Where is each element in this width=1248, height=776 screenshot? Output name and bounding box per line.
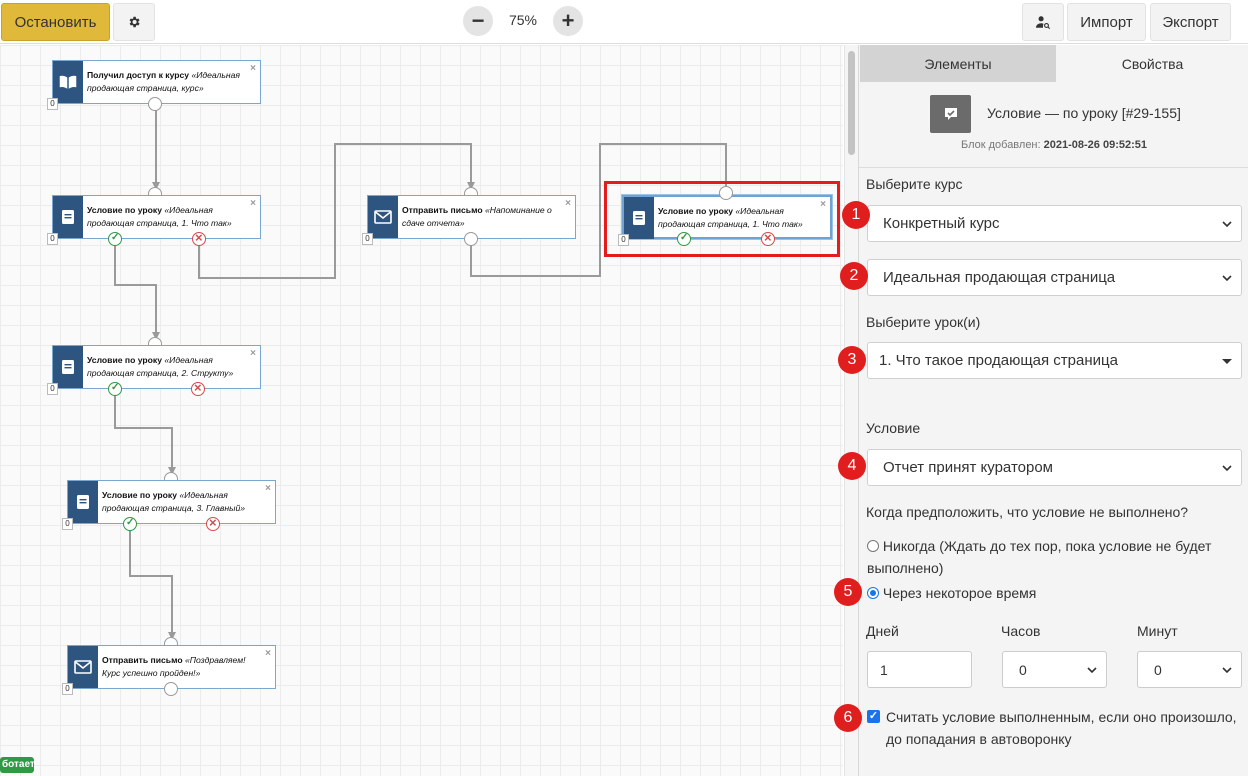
- block-title: Условие — по уроку [#29-155]: [987, 105, 1181, 121]
- envelope-icon: [374, 210, 392, 224]
- node-lesson-condition-3[interactable]: Условие по уроку «Идеальная продающая ст…: [62, 480, 276, 530]
- hours-label: Часов: [1001, 623, 1041, 639]
- input-port[interactable]: [719, 186, 733, 200]
- node-counter: 0: [47, 383, 58, 395]
- settings-button[interactable]: [113, 3, 155, 41]
- chevron-down-icon: [1222, 275, 1232, 282]
- stop-button[interactable]: Остановить: [1, 3, 110, 41]
- lesson-icon: [633, 211, 645, 225]
- output-port[interactable]: [164, 682, 178, 696]
- fail-question: Когда предположить, что условие не выпол…: [866, 504, 1189, 520]
- node-lesson-condition-selected[interactable]: Условие по уроку «Идеальная продающая ст…: [618, 195, 832, 246]
- envelope-icon: [74, 660, 92, 674]
- radio-never-input[interactable]: [867, 540, 879, 552]
- days-input[interactable]: 1: [867, 651, 972, 688]
- success-port[interactable]: [123, 517, 137, 531]
- days-label: Дней: [866, 623, 899, 639]
- node-counter: 0: [62, 683, 73, 695]
- lesson-icon: [62, 210, 74, 224]
- zoom-in-button[interactable]: +: [553, 6, 583, 36]
- condition-select[interactable]: Отчет принят куратором: [867, 449, 1242, 486]
- close-icon[interactable]: ×: [565, 198, 571, 209]
- fail-port[interactable]: [192, 230, 206, 246]
- funnel-canvas[interactable]: Получил доступ к курсу «Идеальная продаю…: [0, 45, 843, 776]
- node-lesson-condition-1[interactable]: Условие по уроку «Идеальная продающая ст…: [47, 195, 261, 245]
- lesson-icon: [62, 360, 74, 374]
- annotation-badge: 1: [842, 201, 870, 229]
- hours-select[interactable]: 0: [1002, 651, 1107, 688]
- close-icon[interactable]: ×: [265, 648, 271, 659]
- lesson-label: Выберите урок(и): [866, 314, 981, 330]
- canvas-scrollbar[interactable]: [844, 45, 858, 776]
- fail-port[interactable]: [191, 380, 205, 396]
- radio-never[interactable]: Никогда (Ждать до тех пор, пока условие …: [867, 538, 1212, 576]
- zoom-out-icon: −: [471, 8, 485, 33]
- minutes-label: Минут: [1137, 623, 1178, 639]
- condition-icon: [944, 108, 957, 120]
- book-open-icon: [59, 75, 77, 89]
- block-type-icon: [930, 95, 971, 133]
- annotation-badge: 3: [838, 346, 866, 374]
- node-access-granted[interactable]: Получил доступ к курсу «Идеальная продаю…: [47, 60, 261, 110]
- user-search-icon: [1036, 16, 1051, 29]
- completed-before-label: Считать условие выполненным, если оно пр…: [886, 709, 1237, 747]
- node-counter: 0: [62, 518, 73, 530]
- completed-before-checkbox[interactable]: ✓: [867, 710, 880, 723]
- lesson-select[interactable]: 1. Что такое продающая страница: [867, 342, 1242, 379]
- zoom-level: 75%: [508, 12, 538, 28]
- node-send-email-congrats[interactable]: Отправить письмо «Поздравляем! Курс успе…: [62, 645, 276, 695]
- lesson-icon: [77, 495, 89, 509]
- connection-wires: [114, 104, 727, 640]
- condition-label: Условие: [866, 420, 921, 436]
- export-button[interactable]: Экспорт: [1150, 3, 1231, 41]
- chevron-down-icon: [1222, 221, 1232, 228]
- annotation-badge: 6: [834, 704, 862, 732]
- node-counter: 0: [47, 98, 58, 110]
- caret-down-icon: [1222, 359, 1232, 364]
- success-port[interactable]: [677, 232, 691, 246]
- chevron-down-icon: [1087, 667, 1097, 674]
- close-icon[interactable]: ×: [265, 483, 271, 494]
- radio-after[interactable]: Через некоторое время: [867, 582, 1036, 604]
- course-label: Выберите курс: [866, 176, 963, 192]
- tab-properties[interactable]: Свойства: [1056, 45, 1248, 82]
- node-lesson-condition-2[interactable]: Условие по уроку «Идеальная продающая ст…: [47, 345, 261, 395]
- annotation-badge: 2: [840, 262, 868, 290]
- output-port[interactable]: [148, 97, 162, 111]
- properties-panel: Элементы Свойства Условие — по уроку [#2…: [834, 45, 1248, 776]
- close-icon[interactable]: ×: [250, 198, 256, 209]
- chevron-down-icon: [1222, 667, 1232, 674]
- divider: [859, 167, 1248, 168]
- top-toolbar: Остановить − 75% + Импорт Экспорт: [0, 0, 1248, 44]
- fail-port[interactable]: [206, 515, 220, 531]
- node-counter: 0: [47, 233, 58, 245]
- fail-port[interactable]: [761, 230, 775, 246]
- close-icon[interactable]: ×: [250, 348, 256, 359]
- output-port[interactable]: [464, 232, 478, 246]
- selection-highlight: [604, 181, 840, 257]
- radio-after-input[interactable]: [867, 587, 879, 599]
- gear-icon: [129, 16, 140, 28]
- success-port[interactable]: [108, 382, 122, 396]
- node-counter: 0: [362, 233, 373, 245]
- tab-elements[interactable]: Элементы: [860, 45, 1056, 82]
- course-select[interactable]: Идеальная продающая страница: [867, 259, 1242, 296]
- zoom-out-button[interactable]: −: [463, 6, 493, 36]
- chevron-down-icon: [1222, 465, 1232, 472]
- node-send-email-reminder[interactable]: Отправить письмо «Напоминание о сдаче от…: [362, 195, 576, 245]
- user-search-button[interactable]: [1022, 3, 1064, 41]
- minutes-select[interactable]: 0: [1137, 651, 1242, 688]
- status-badge: ботает: [0, 757, 35, 773]
- success-port[interactable]: [108, 232, 122, 246]
- zoom-in-icon: +: [561, 8, 575, 33]
- close-icon[interactable]: ×: [820, 199, 826, 210]
- node-counter: 0: [618, 234, 629, 246]
- annotation-badge: 4: [838, 452, 866, 480]
- block-added-info: Блок добавлен: 2021-08-26 09:52:51: [960, 139, 1147, 151]
- close-icon[interactable]: ×: [250, 63, 256, 74]
- course-type-select[interactable]: Конкретный курс: [867, 205, 1242, 242]
- annotation-badge: 5: [834, 578, 862, 606]
- scrollbar-thumb[interactable]: [848, 51, 855, 155]
- import-button[interactable]: Импорт: [1067, 3, 1146, 41]
